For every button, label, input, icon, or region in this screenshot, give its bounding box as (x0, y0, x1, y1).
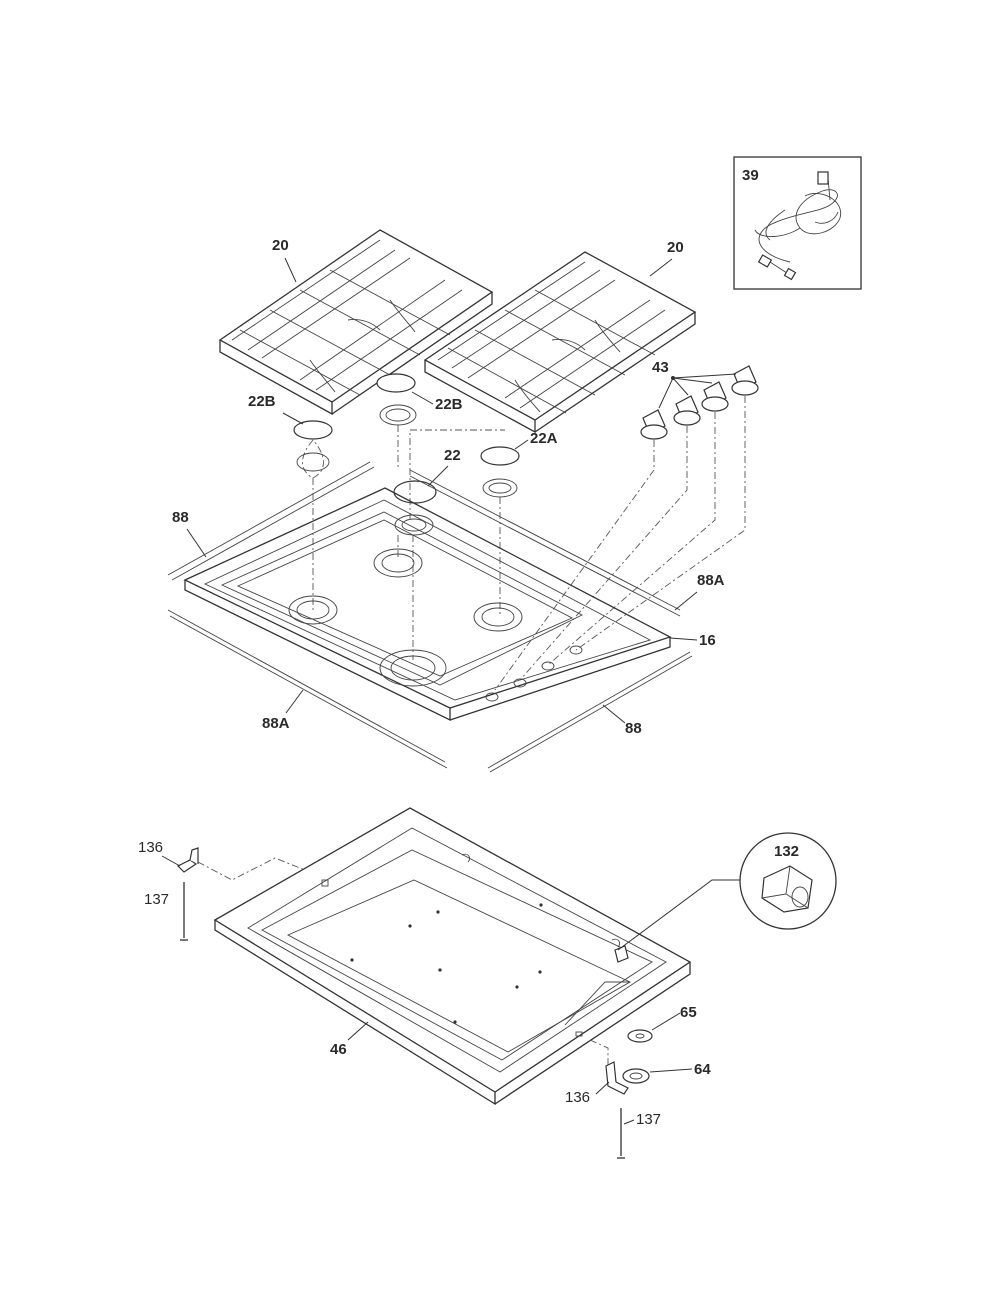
control-knobs (640, 365, 759, 440)
label-20-right: 20 (667, 239, 684, 256)
washers (622, 1029, 653, 1084)
label-136-top: 136 (138, 839, 163, 856)
bracket-and-screw-bottom (589, 1039, 629, 1159)
label-88a-right: 88A (697, 572, 725, 589)
label-22: 22 (444, 447, 461, 464)
right-burner-grate (423, 251, 697, 434)
label-22a: 22A (530, 430, 558, 447)
burner-box (213, 807, 692, 1106)
igniter-module-inset (617, 832, 837, 951)
cooktop-surface (183, 487, 672, 722)
label-64: 64 (694, 1061, 711, 1078)
gasket-strips (167, 461, 693, 773)
label-88a-left: 88A (262, 715, 290, 732)
label-137-top: 137 (144, 891, 169, 908)
bracket-and-screw-top (176, 847, 306, 941)
label-46: 46 (330, 1041, 347, 1058)
label-65: 65 (680, 1004, 697, 1021)
label-132: 132 (774, 843, 799, 860)
label-22b-center: 22B (435, 396, 463, 413)
burner-cap-22a (480, 446, 520, 498)
label-88-right: 88 (625, 720, 642, 737)
label-43: 43 (652, 359, 669, 376)
label-20-left: 20 (272, 237, 289, 254)
burner-cap-22b-left (293, 420, 333, 479)
burner-cap-22 (393, 480, 437, 536)
burner-cap-22b-center (376, 373, 417, 426)
label-137-bottom: 137 (636, 1111, 661, 1128)
label-16: 16 (699, 632, 716, 649)
power-cord-inset (733, 156, 862, 290)
label-39: 39 (742, 167, 759, 184)
label-136-bottom: 136 (565, 1089, 590, 1106)
label-88-left: 88 (172, 509, 189, 526)
label-22b-left: 22B (248, 393, 276, 410)
